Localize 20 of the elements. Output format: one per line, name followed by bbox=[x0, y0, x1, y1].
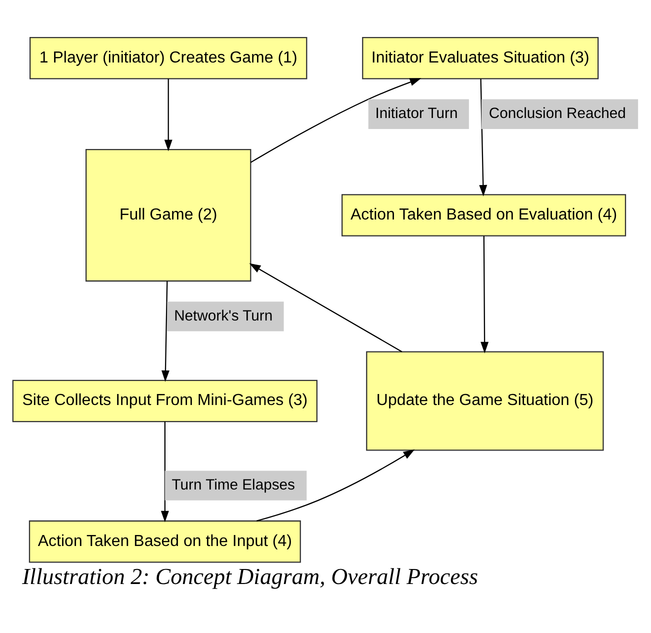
caption: Illustration 2: Concept Diagram, Overall Process bbox=[22, 563, 478, 588]
node-box: Update the Game Situation (5) bbox=[366, 350, 604, 450]
arrow bbox=[250, 78, 422, 162]
node-box: Action Taken Based on Evaluation (4) bbox=[342, 194, 626, 236]
node-box: Initiator Evaluates Situation (3) bbox=[362, 36, 599, 79]
node-box: Action Taken Based on the Input (4) bbox=[28, 520, 301, 562]
edge-label: Conclusion Reached bbox=[488, 106, 626, 122]
arrow bbox=[256, 448, 415, 521]
arrow bbox=[161, 280, 170, 382]
node-box: Site Collects Input From Mini-Games (3) bbox=[12, 379, 318, 422]
arrow bbox=[164, 78, 172, 151]
node-box: Full Game (2) bbox=[86, 148, 252, 282]
arrow bbox=[160, 421, 169, 522]
edge-label: Initiator Turn bbox=[375, 106, 458, 122]
edge-label: Network's Turn bbox=[174, 308, 273, 324]
arrow bbox=[249, 262, 402, 352]
arrow bbox=[480, 236, 489, 353]
arrow bbox=[479, 78, 488, 196]
node-box: 1 Player (initiator) Creates Game (1) bbox=[30, 36, 308, 79]
edge-label: Turn Time Elapses bbox=[172, 476, 295, 493]
